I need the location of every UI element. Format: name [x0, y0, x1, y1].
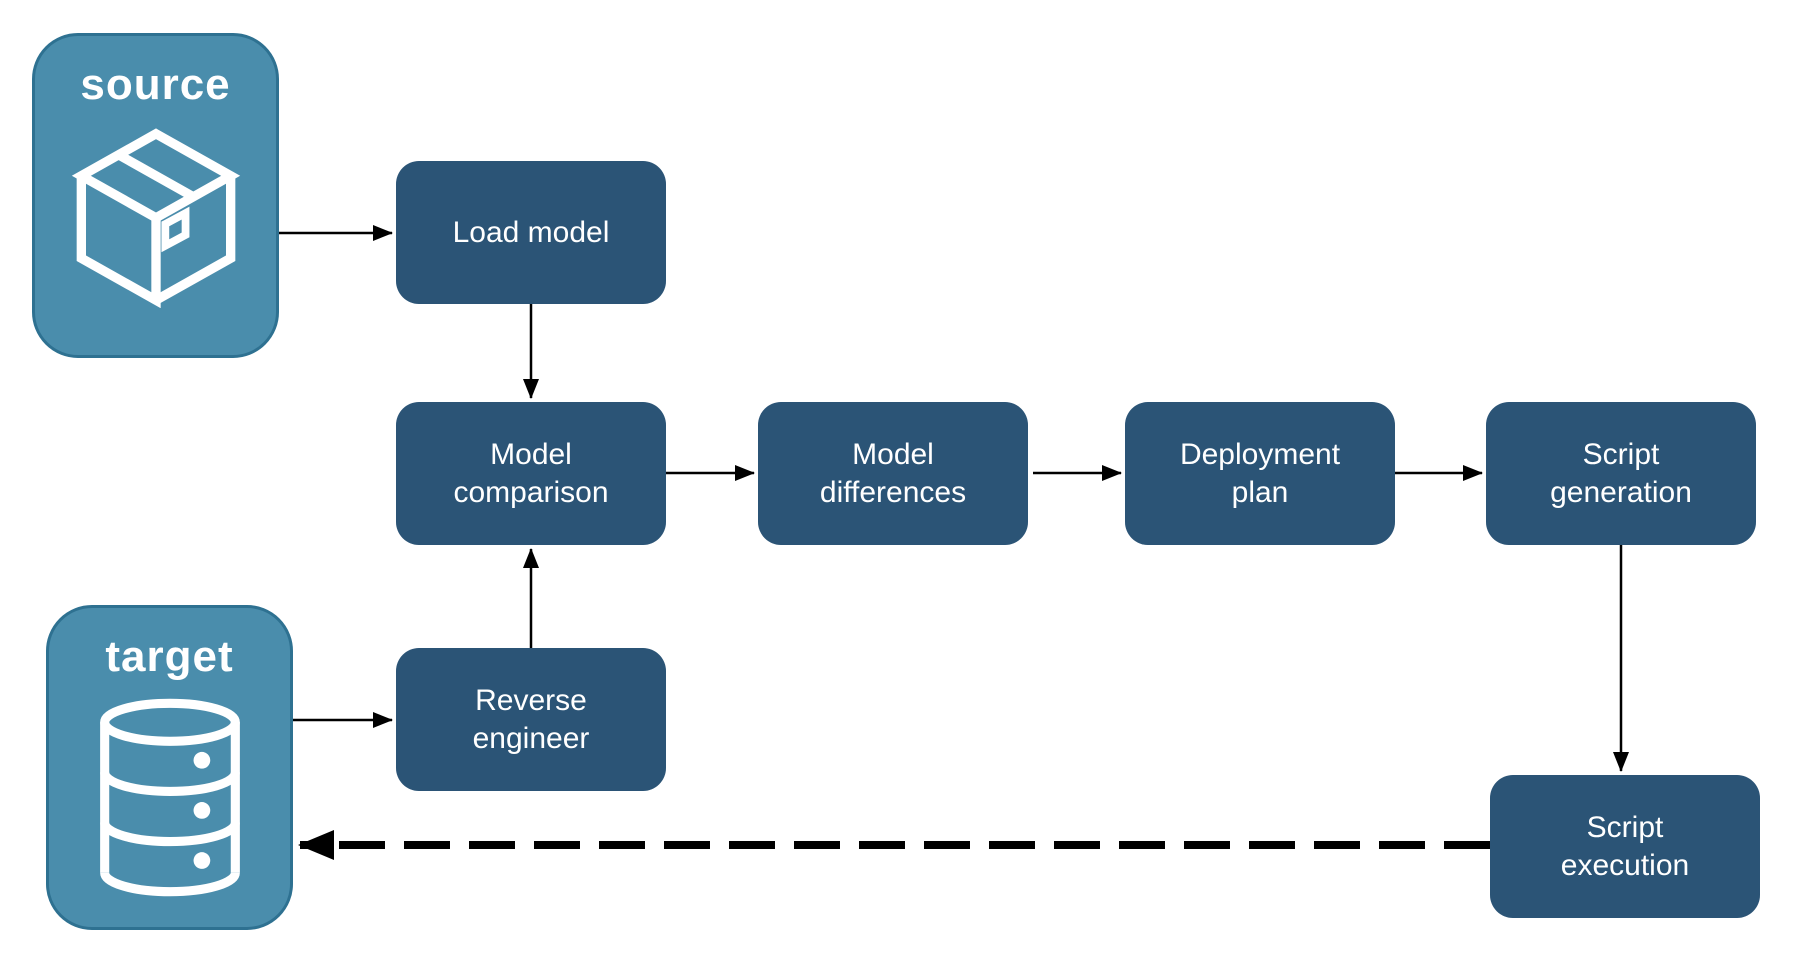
source-container: source — [32, 33, 279, 358]
database-icon — [94, 698, 246, 897]
target-label: target — [105, 632, 234, 681]
node-label: Model comparison — [453, 437, 609, 509]
node-deployment-plan: Deployment plan — [1125, 402, 1395, 545]
source-label: source — [80, 60, 231, 109]
node-model-comparison: Model comparison — [396, 402, 666, 545]
node-label: Model differences — [819, 437, 967, 509]
node-script-execution: Script execution — [1490, 775, 1760, 918]
node-label: Script execution — [1560, 810, 1690, 882]
node-label: Deployment plan — [1179, 437, 1341, 509]
target-container: target — [46, 605, 293, 930]
package-icon — [70, 126, 242, 308]
node-label: Reverse engineer — [472, 683, 590, 755]
node-label: Load model — [452, 215, 610, 249]
node-reverse-engineer: Reverse engineer — [396, 648, 666, 791]
node-model-differences: Model differences — [758, 402, 1028, 545]
node-script-generation: Script generation — [1486, 402, 1756, 545]
node-label: Script generation — [1550, 437, 1692, 509]
node-load-model: Load model — [396, 161, 666, 304]
